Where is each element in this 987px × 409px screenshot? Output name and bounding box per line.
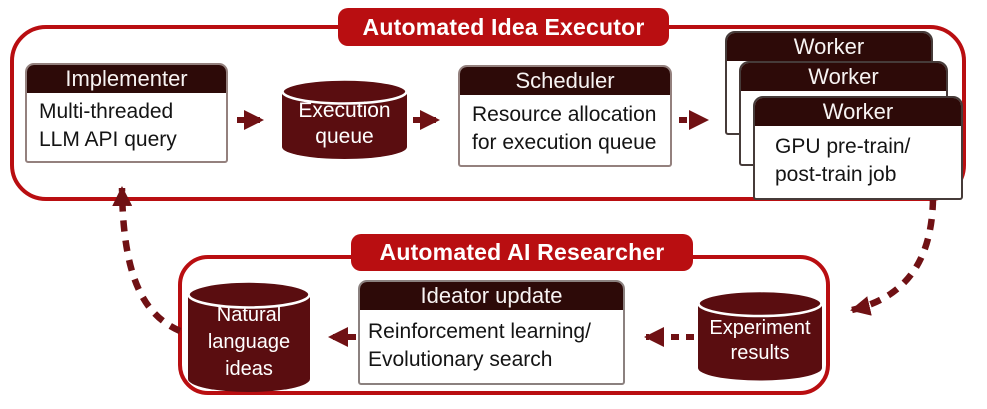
ideator-update-body: Reinforcement learning/ Evolutionary sea… [368,319,591,371]
ideator-update-header: Ideator update [360,282,623,310]
worker-box-front: Worker GPU pre-train/ post-train job [753,96,963,200]
scheduler-header: Scheduler [460,67,670,95]
scheduler-box: Scheduler Resource allocation for execut… [458,65,672,167]
worker-middle-header: Worker [741,63,946,91]
worker-front-header: Worker [755,98,961,126]
execution-queue-cylinder: Execution queue [281,78,408,160]
researcher-title: Automated AI Researcher [351,234,693,271]
implementer-box: Implementer Multi-threaded LLM API query [25,63,228,163]
worker-front-body: GPU pre-train/ post-train job [775,135,911,186]
natural-language-ideas-label: Natural language ideas [207,304,291,380]
cylinder-shape [187,280,311,392]
executor-title: Automated Idea Executor [338,8,669,46]
arrow-workers-to-results [850,198,937,316]
natural-language-ideas-cylinder: Natural language ideas [187,280,311,393]
arrow-ideas-to-implementer [112,186,182,334]
execution-queue-label: Execution queue [298,99,391,148]
implementer-header: Implementer [27,65,226,93]
cylinder-shape [697,290,823,381]
ideator-update-box: Ideator update Reinforcement learning/ E… [358,280,625,385]
scheduler-body: Resource allocation for execution queue [472,103,657,154]
cylinder-shape [281,78,408,159]
worker-back-header: Worker [727,33,931,61]
experiment-results-cylinder: Experiment results [697,290,823,381]
implementer-body: Multi-threaded LLM API query [39,100,177,151]
experiment-results-label: Experiment results [709,316,811,364]
